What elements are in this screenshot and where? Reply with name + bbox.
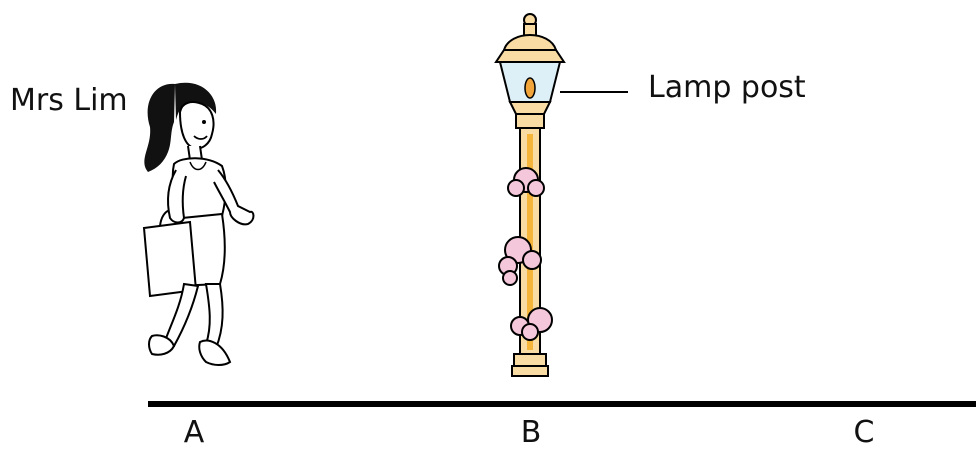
point-b-label: B <box>520 415 542 450</box>
person-label: Mrs Lim <box>10 83 128 118</box>
woman-walking-icon <box>142 82 255 366</box>
point-a-label: A <box>183 415 205 450</box>
lamp-post-icon <box>494 13 566 377</box>
ground-line <box>148 401 976 407</box>
lamp-post-label: Lamp post <box>648 70 806 105</box>
lamp-leader-line <box>560 91 628 93</box>
point-c-label: C <box>853 415 875 450</box>
